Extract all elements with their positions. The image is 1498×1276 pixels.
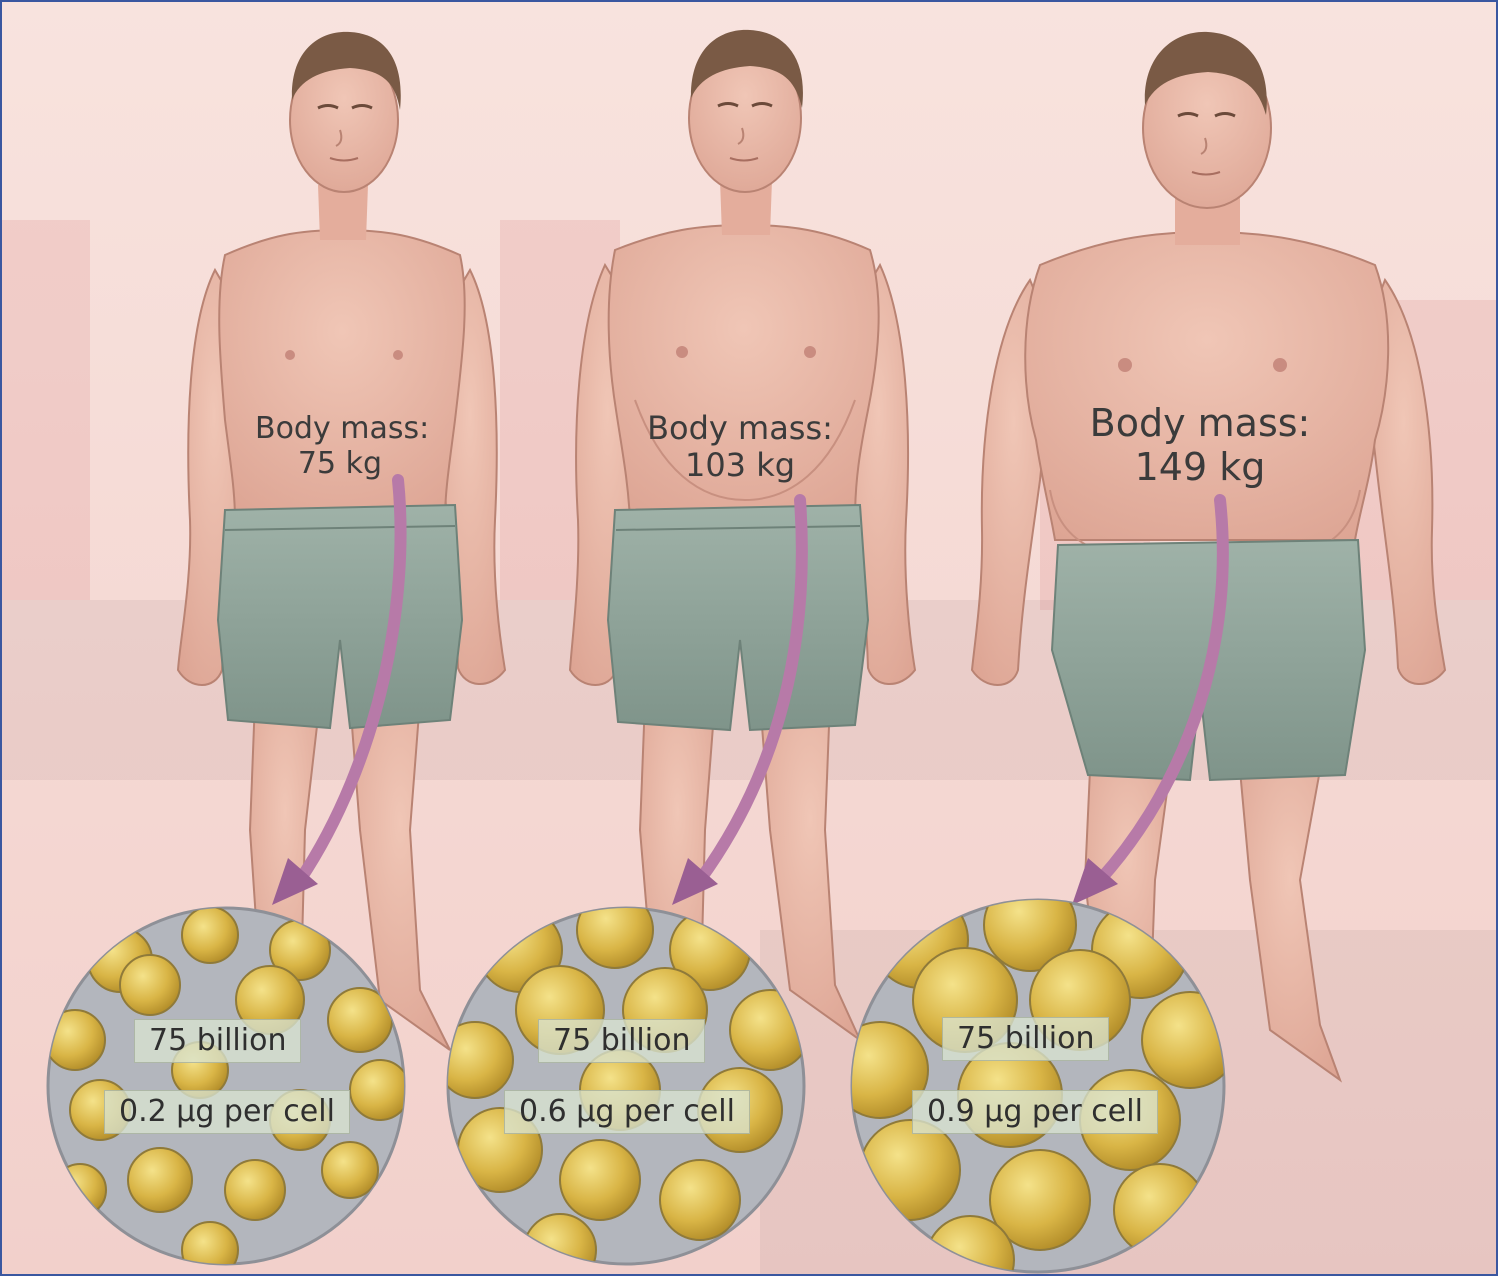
- image-border: [0, 0, 1498, 1276]
